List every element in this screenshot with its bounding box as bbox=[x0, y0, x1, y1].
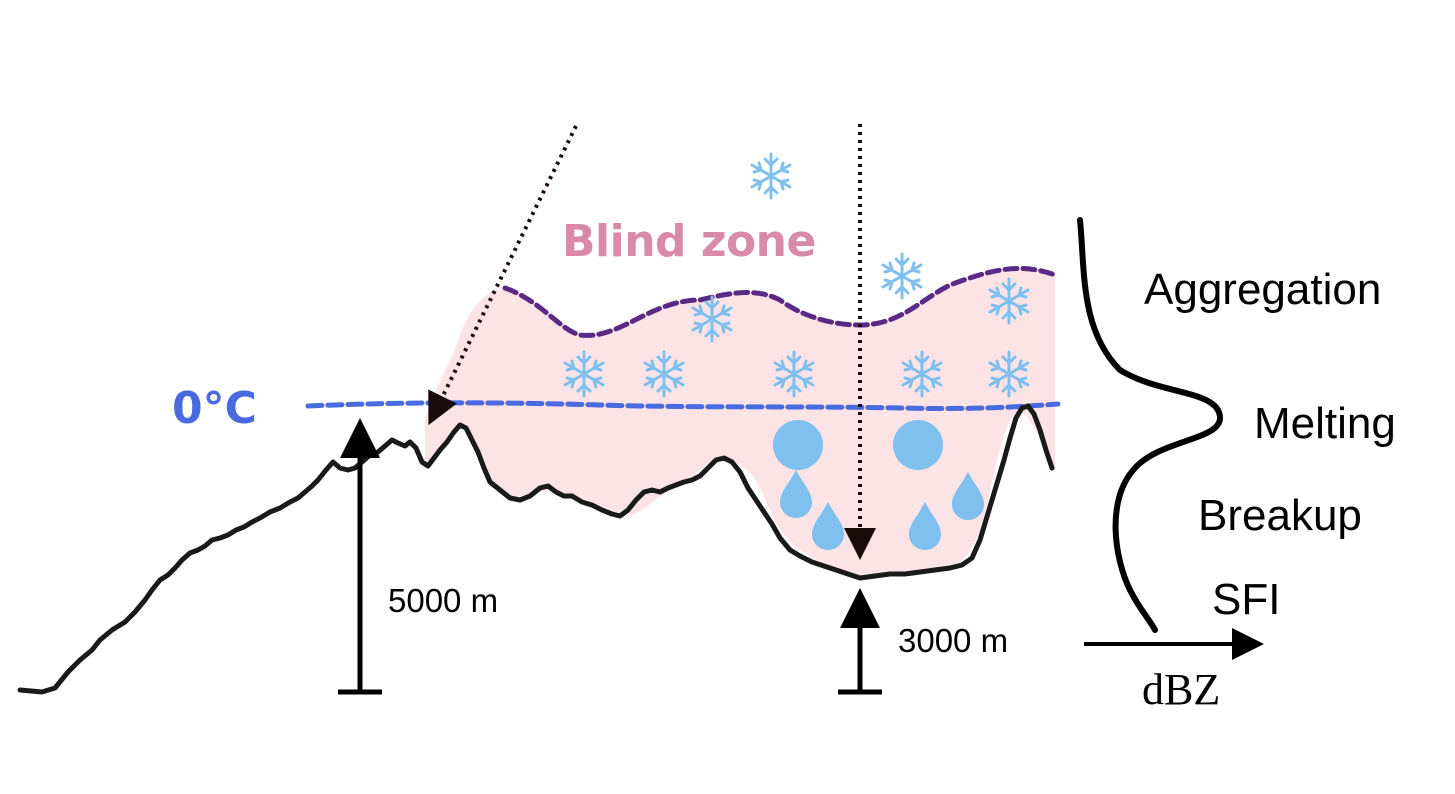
process-sfi-label: SFI bbox=[1212, 575, 1281, 624]
altitude-3000-label: 3000 m bbox=[898, 622, 1009, 659]
slant-radar-beam bbox=[428, 125, 578, 426]
snowflake-icon bbox=[750, 152, 792, 200]
blind-zone-top-boundary bbox=[502, 265, 1058, 338]
reflectivity-profile-curve bbox=[1077, 217, 1224, 633]
process-breakup-label: Breakup bbox=[1198, 491, 1362, 540]
freezing-level-label: 0°C bbox=[172, 383, 257, 434]
process-melting-label: Melting bbox=[1254, 399, 1396, 448]
process-aggregation-label: Aggregation bbox=[1144, 265, 1382, 314]
melting-drop-icon bbox=[893, 420, 943, 470]
altitude-marker-5000 bbox=[338, 418, 382, 695]
snowflake-icon bbox=[881, 252, 923, 300]
dbz-axis-label: dBZ bbox=[1142, 665, 1221, 714]
melting-drop-icon bbox=[773, 420, 823, 470]
blind-zone-label: Blind zone bbox=[562, 216, 816, 267]
altitude-marker-3000 bbox=[838, 588, 882, 695]
altitude-5000-label: 5000 m bbox=[388, 582, 499, 619]
blind-zone-region bbox=[425, 268, 1055, 578]
terrain-profile bbox=[17, 403, 1055, 695]
